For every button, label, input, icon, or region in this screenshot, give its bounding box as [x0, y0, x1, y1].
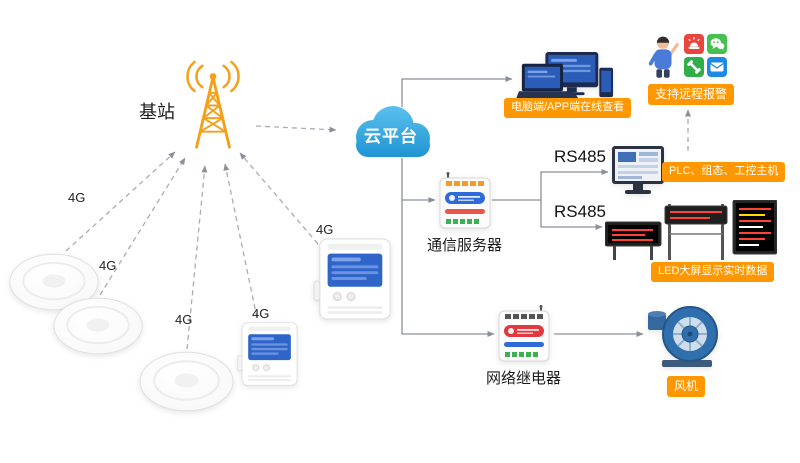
- led-display-icon: [604, 199, 778, 260]
- 4g-label-2: 4G: [99, 258, 117, 273]
- alarm-person: [646, 32, 680, 85]
- person-icon: [648, 36, 679, 78]
- wire-detector1-to-tower: [65, 151, 176, 252]
- 4g-label-5: 4G: [316, 222, 334, 237]
- wire-server-to-plc: [492, 169, 609, 201]
- signal-tower-icon: [186, 60, 240, 149]
- sensor-device-large: [312, 236, 394, 327]
- alert-icons: [684, 34, 727, 77]
- comm-server-device: [438, 172, 492, 235]
- cloud-label: 云平台: [364, 127, 418, 146]
- badge-plc-host: PLC、组态、工控主机: [662, 162, 786, 182]
- mail-icon: [707, 57, 727, 77]
- sensor-device-icon: [237, 322, 298, 386]
- network-relay-label: 网络继电器: [486, 370, 562, 387]
- wechat-icon: [707, 34, 727, 54]
- blower-fan-icon: [648, 306, 718, 367]
- computers-icon: [516, 52, 614, 100]
- siren-icon: [684, 34, 704, 54]
- badge-remote-alarm: 支持远程报警: [648, 84, 735, 105]
- wire-server-to-led: [540, 200, 603, 230]
- badge-pc-app: 电脑端/APP端在线查看: [504, 98, 632, 118]
- wire-sensor-large-to-tower: [239, 152, 319, 245]
- sensor-device-icon: [313, 238, 391, 320]
- industrial-monitor-icon: [612, 146, 664, 194]
- comm-server-device-icon: [439, 172, 491, 229]
- base-station-label: 基站: [139, 102, 175, 122]
- phone-icon: [684, 57, 704, 77]
- cloud-icon: [356, 106, 430, 157]
- plc-monitor: [612, 146, 664, 203]
- network-relay-device-icon: [498, 305, 550, 362]
- led-displays: [604, 199, 778, 267]
- alert-icons-grid: [684, 34, 727, 82]
- smoke-detector-icon: [53, 297, 143, 355]
- sensor-device-small: [236, 320, 300, 393]
- 4g-label-1: 4G: [68, 190, 86, 205]
- 4g-label-3: 4G: [175, 312, 193, 327]
- wire-detector3-to-tower: [186, 165, 208, 350]
- fan-device: [646, 300, 726, 375]
- wire-tower-to-cloud: [255, 125, 337, 133]
- smoke-detector-1: [8, 252, 100, 317]
- 4g-label-4: 4G: [252, 306, 270, 321]
- wire-sensor-small-to-tower: [223, 163, 258, 319]
- smoke-detector-3: [138, 350, 235, 418]
- badge-fan: 风机: [667, 376, 706, 397]
- network-relay-device: [497, 305, 551, 368]
- comm-server-label: 通信服务器: [427, 237, 503, 254]
- smoke-detector-icon: [9, 253, 99, 311]
- smoke-detector-icon: [139, 351, 234, 412]
- rs485-label-bottom: RS485: [554, 202, 606, 221]
- smoke-detector-2: [52, 296, 144, 361]
- pc-app-cluster: [516, 52, 614, 108]
- badge-led-screen: LED大屏显示实时数据: [651, 262, 775, 282]
- wire-cloud-to-computers: [401, 76, 513, 107]
- cloud-platform: [343, 103, 439, 166]
- wire-cloud-to-relay: [401, 158, 495, 337]
- base-station-tower: [168, 60, 258, 157]
- rs485-label-top: RS485: [554, 147, 606, 166]
- wire-detector2-to-tower: [99, 157, 186, 296]
